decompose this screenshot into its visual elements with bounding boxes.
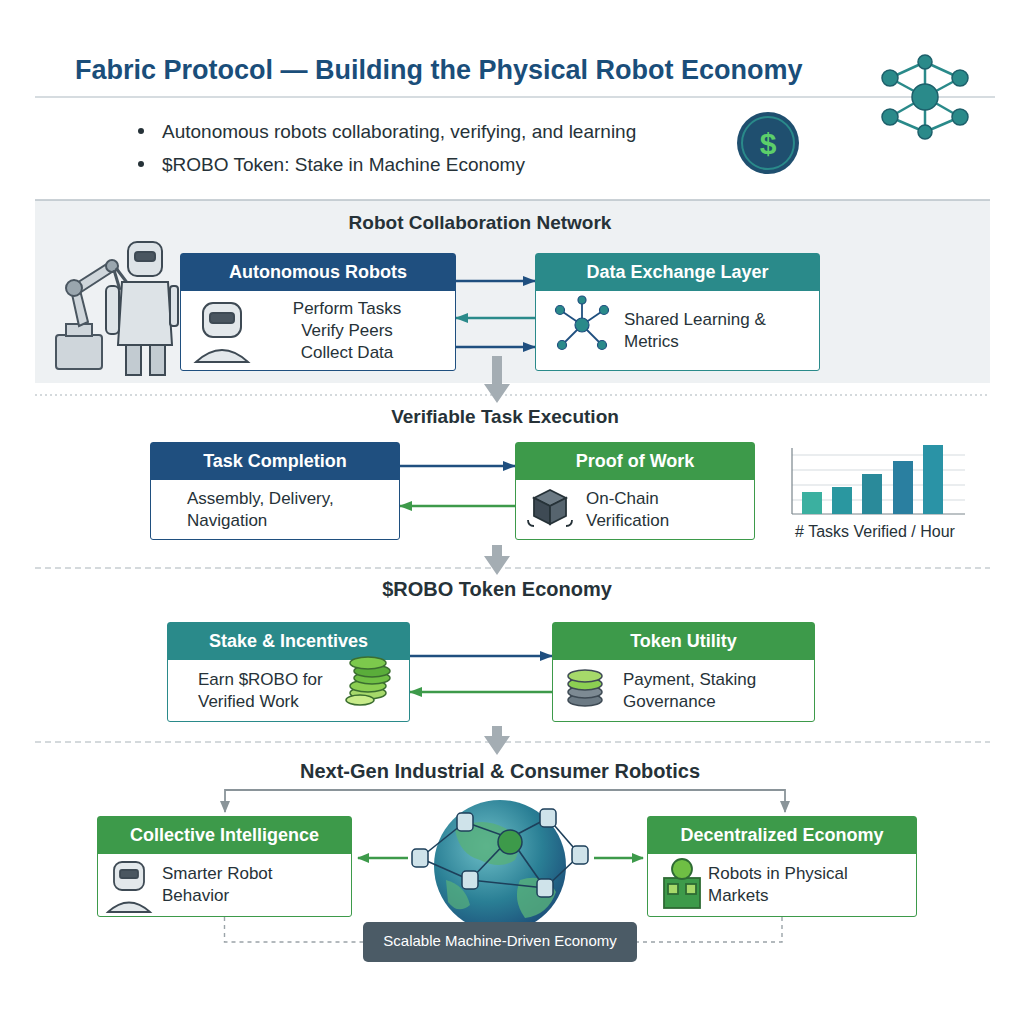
box-header: Task Completion <box>151 443 399 480</box>
connector-arrow <box>456 346 535 349</box>
box-title: Data Exchange Layer <box>586 262 768 283</box>
box-body-text: Robots in Physical Markets <box>708 863 908 907</box>
box-body: Robots in Physical Markets <box>648 854 916 916</box>
connector-arrow <box>400 465 515 468</box>
box-body: On-Chain Verification <box>516 480 754 539</box>
box-body-text: Shared Learning & Metrics <box>624 309 799 353</box>
box-title: Autonomous Robots <box>229 262 407 283</box>
box-body-text: On-Chain Verification <box>586 488 746 532</box>
process-box: Token UtilityPayment, Staking Governance <box>552 622 815 722</box>
connector-arrow <box>410 691 552 694</box>
box-body: Smarter Robot Behavior <box>98 854 351 916</box>
box-body-text: Earn $ROBO for Verified Work <box>198 669 348 713</box>
bullet-text: Autonomous robots collaborating, verifyi… <box>162 120 636 143</box>
icon-symbol: $ <box>760 127 777 161</box>
box-header: Decentralized Economy <box>648 817 916 854</box>
connector-arrow <box>225 917 364 942</box>
diagram-title: Fabric Protocol — Building the Physical … <box>75 55 803 86</box>
process-box: Decentralized EconomyRobots in Physical … <box>647 816 917 917</box>
box-body: Shared Learning & Metrics <box>536 291 819 370</box>
process-box: Collective IntelligenceSmarter Robot Beh… <box>97 816 352 917</box>
connector-arrow <box>637 917 782 942</box>
box-body: Payment, Staking Governance <box>553 660 814 721</box>
process-box: Autonomous RobotsPerform Tasks Verify Pe… <box>180 253 456 371</box>
box-body-text: Perform Tasks Verify Peers Collect Data <box>282 298 412 364</box>
box-header: Stake & Incentives <box>168 623 409 660</box>
section-heading: $ROBO Token Economy <box>382 577 612 601</box>
connector-arrow <box>456 317 535 320</box>
box-title: Collective Intelligence <box>130 825 319 846</box>
chart-label: # Tasks Verified / Hour <box>795 522 955 542</box>
box-title: Proof of Work <box>576 451 695 472</box>
box-body-text: Smarter Robot Behavior <box>162 863 302 907</box>
box-body-text: Payment, Staking Governance <box>623 669 798 713</box>
connector-arrow <box>410 655 552 658</box>
connector-arrow <box>456 280 535 283</box>
section-heading: Verifiable Task Execution <box>391 405 619 428</box>
box-title: Token Utility <box>630 631 737 652</box>
process-box: Task CompletionAssembly, Delivery, Navig… <box>150 442 400 540</box>
box-body-text: Assembly, Delivery, Navigation <box>187 488 387 532</box>
box-body: Assembly, Delivery, Navigation <box>151 480 399 539</box>
section-heading: Robot Collaboration Network <box>349 211 612 234</box>
process-box: Data Exchange LayerShared Learning & Met… <box>535 253 820 371</box>
box-header: Collective Intelligence <box>98 817 351 854</box>
box-header: Proof of Work <box>516 443 754 480</box>
box-header: Token Utility <box>553 623 814 660</box>
box-title: Decentralized Economy <box>680 825 883 846</box>
bullet-text: $ROBO Token: Stake in Machine Economy <box>162 153 525 176</box>
box-body: Perform Tasks Verify Peers Collect Data <box>181 291 455 370</box>
box-title: Task Completion <box>203 451 347 472</box>
process-box: Proof of WorkOn-Chain Verification <box>515 442 755 540</box>
box-title: Stake & Incentives <box>209 631 368 652</box>
connector-arrow <box>400 505 515 508</box>
process-box: Stake & IncentivesEarn $ROBO for Verifie… <box>167 622 410 722</box>
summary-pill: Scalable Machine-Driven Economy <box>363 922 637 962</box>
box-text: Scalable Machine-Driven Economy <box>383 932 616 949</box>
section-heading: Next-Gen Industrial & Consumer Robotics <box>300 759 700 783</box>
box-header: Data Exchange Layer <box>536 254 819 291</box>
box-header: Autonomous Robots <box>181 254 455 291</box>
box-body: Earn $ROBO for Verified Work <box>168 660 409 721</box>
